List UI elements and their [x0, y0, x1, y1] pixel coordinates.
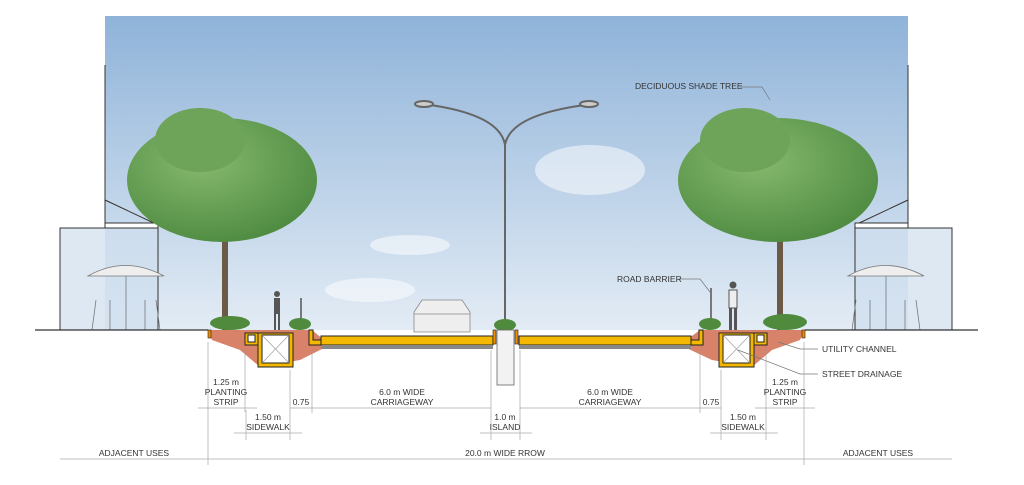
cafe-umbrella-right — [846, 265, 925, 331]
planting-strip-left-label2: STRIP — [213, 397, 238, 407]
carriageway-right-label: CARRIAGEWAY — [579, 397, 642, 407]
planting-strip-right-label: PLANTING — [764, 387, 807, 397]
planting-strip-right-value: 1.25 m — [772, 377, 798, 387]
pedestrian-right — [728, 281, 738, 330]
callout-deciduous-shade-tree: DECIDUOUS SHADE TREE — [635, 81, 743, 91]
curb — [801, 329, 806, 339]
shrubs — [210, 314, 807, 331]
planting-strip-left-value: 1.25 m — [213, 377, 239, 387]
dimension-extension-lines — [207, 342, 805, 465]
rrow-width: 20.0 m WIDE RROW — [465, 448, 545, 458]
carriageway-left — [308, 329, 494, 349]
building-right — [854, 65, 953, 331]
adjacent-uses-right: ADJACENT USES — [843, 448, 914, 458]
sidewalk-right-value: 1.50 m — [730, 412, 756, 422]
island — [496, 329, 515, 386]
carriageway-right-value: 6.0 m WIDE — [587, 387, 633, 397]
shade-tree-right — [678, 108, 878, 330]
carriageway-left-value: 6.0 m WIDE — [379, 387, 425, 397]
car — [413, 299, 471, 333]
sidewalk-left-label: SIDEWALK — [246, 422, 290, 432]
drainage-leader-line — [737, 349, 818, 375]
buffer-left-value: 0.75 — [293, 397, 310, 407]
building-left — [59, 65, 159, 331]
street-drainage-right — [718, 332, 755, 368]
utility-channel-right — [753, 332, 768, 346]
callout-road-barrier: ROAD BARRIER — [617, 274, 682, 284]
street-light — [414, 100, 599, 322]
callout-street-drainage: STREET DRAINAGE — [822, 369, 902, 379]
buffer-right-value: 0.75 — [703, 397, 720, 407]
sidewalk-left-value: 1.50 m — [255, 412, 281, 422]
island-value: 1.0 m — [494, 412, 515, 422]
planting-strip-right-label2: STRIP — [772, 397, 797, 407]
sidewalk-right-label: SIDEWALK — [721, 422, 765, 432]
planting-strip-left-label: PLANTING — [205, 387, 248, 397]
pedestrian-left — [274, 291, 280, 330]
island-label: ISLAND — [490, 422, 521, 432]
curb — [492, 329, 497, 345]
carriageway-right — [518, 329, 704, 349]
callout-utility-channel: UTILITY CHANNEL — [822, 344, 897, 354]
barrier-leader-line — [678, 278, 711, 293]
utility-leader-line — [777, 341, 818, 350]
curb — [514, 329, 519, 345]
clouds — [325, 145, 645, 302]
curb — [207, 329, 212, 339]
utility-channel-left — [244, 332, 259, 346]
shade-tree-left — [127, 108, 317, 330]
carriageway-left-label: CARRIAGEWAY — [371, 397, 434, 407]
cafe-umbrella-left — [86, 265, 165, 331]
tree-leader-line — [740, 86, 771, 101]
street-drainage-left — [257, 332, 294, 368]
dimension-lines — [60, 407, 952, 460]
adjacent-uses-left: ADJACENT USES — [99, 448, 170, 458]
